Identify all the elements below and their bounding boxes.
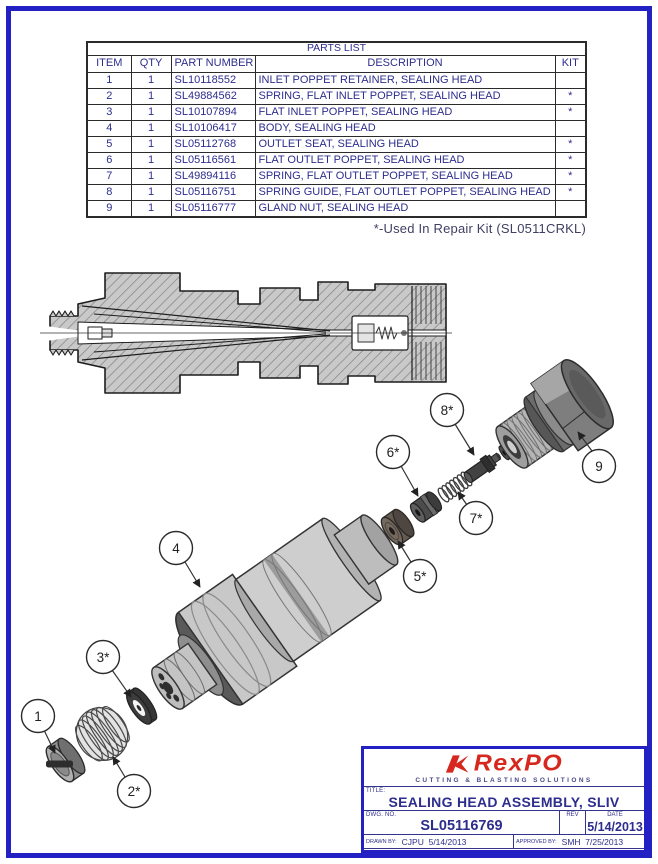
table-row: 9 1 SL05116777 GLAND NUT, SEALING HEAD <box>86 200 587 218</box>
balloon-4: 4 <box>158 530 194 566</box>
svg-text:2*: 2* <box>128 784 142 799</box>
rev-cell: REV <box>560 811 586 834</box>
title-block: RexPO CUTTING & BLASTING SOLUTIONS TITLE… <box>361 746 647 853</box>
balloon-1: 1 <box>20 698 56 734</box>
nose-thread-top <box>49 310 78 317</box>
part-7-outlet-spring <box>437 471 473 503</box>
leader-lines <box>43 423 593 778</box>
svg-text:3*: 3* <box>97 650 111 665</box>
svg-text:4: 4 <box>172 541 180 556</box>
signature-row: DRAWN BY: CJPU 5/14/2013 APPROVED BY: SM… <box>364 834 644 848</box>
table-row: 8 1 SL05116751 SPRING GUIDE, FLAT OUTLET… <box>86 184 587 201</box>
approved-by-cell: APPROVED BY: SMH 7/25/2013 <box>514 835 644 848</box>
balloon-2: 2* <box>116 773 152 809</box>
title-block-bottom-strip <box>364 848 644 850</box>
date-label: DATE <box>607 812 623 818</box>
balloon-8: 8* <box>429 392 465 428</box>
title-row: TITLE: SEALING HEAD ASSEMBLY, SLIV <box>364 786 644 810</box>
company-logo: RexPO CUTTING & BLASTING SOLUTIONS <box>364 749 644 786</box>
approved-by-value: SMH 7/25/2013 <box>561 836 624 847</box>
balloon-7: 7* <box>458 500 494 536</box>
exploded-view: 1 2* 3* 4 5* <box>20 359 617 809</box>
drawn-by-cell: DRAWN BY: CJPU 5/14/2013 <box>364 835 514 848</box>
svg-text:5*: 5* <box>414 569 428 584</box>
part-5-outlet-seat <box>380 508 415 546</box>
dwg-no-label: DWG. NO. <box>366 812 397 818</box>
dwg-no-value: SL05116769 <box>420 818 503 834</box>
svg-text:9: 9 <box>595 459 603 474</box>
logo-tagline: CUTTING & BLASTING SOLUTIONS <box>415 777 593 784</box>
drawn-by-value: CJPU 5/14/2013 <box>401 836 467 847</box>
balloon-6: 6* <box>375 434 411 470</box>
table-row: 4 1 SL10106417 BODY, SEALING HEAD <box>86 120 587 137</box>
drawing-title: SEALING HEAD ASSEMBLY, SLIV <box>388 794 620 810</box>
nose-gap <box>46 326 82 341</box>
logo-text: RexPO <box>473 750 564 776</box>
balloon-5: 5* <box>402 558 438 594</box>
part-8-spring-guide <box>463 452 502 484</box>
date-value: 5/14/2013 <box>587 820 643 834</box>
title-label: TITLE: <box>366 788 386 794</box>
svg-text:8*: 8* <box>441 403 455 418</box>
svg-text:7*: 7* <box>470 511 484 526</box>
part-4-body <box>151 514 399 710</box>
part-2-inlet-spring <box>74 705 130 762</box>
rev-label: REV <box>566 812 579 818</box>
parts-list-table: PARTS LIST ITEM QTY PART NUMBER DESCRIPT… <box>86 41 588 218</box>
approved-by-label: APPROVED BY: <box>516 838 557 845</box>
balloon-9: 9 <box>581 448 617 484</box>
nose-thread-bottom <box>49 349 78 356</box>
balloon-3: 3* <box>85 639 121 675</box>
part-9-gland-nut <box>495 359 614 469</box>
table-row: 3 1 SL10107894 FLAT INLET POPPET, SEALIN… <box>86 104 587 121</box>
callout-balloons: 1 2* 3* 4 5* <box>20 392 617 809</box>
gland-threads-section <box>415 286 442 380</box>
retainer-slot <box>46 760 73 768</box>
rexpo-logo-icon <box>445 754 469 773</box>
table-row: 5 1 SL05112768 OUTLET SEAT, SEALING HEAD… <box>86 136 587 153</box>
svg-text:6*: 6* <box>387 445 401 460</box>
cross-section-view <box>40 272 452 394</box>
repair-kit-note: *-Used In Repair Kit (SL0511CRKL) <box>373 221 586 236</box>
dwg-no-cell: DWG. NO. SL05116769 <box>364 811 560 834</box>
drawn-by-label: DRAWN BY: <box>366 838 397 845</box>
dwg-row: DWG. NO. SL05116769 REV DATE 5/14/2013 <box>364 810 644 834</box>
svg-text:1: 1 <box>34 709 42 724</box>
date-cell: DATE 5/14/2013 <box>586 811 644 834</box>
table-row: 2 1 SL49884562 SPRING, FLAT INLET POPPET… <box>86 88 587 105</box>
part-3-flat-inlet-poppet <box>126 687 158 725</box>
part-6-flat-outlet-poppet <box>409 491 443 523</box>
table-header-row: ITEM QTY PART NUMBER DESCRIPTION KIT <box>86 55 587 73</box>
